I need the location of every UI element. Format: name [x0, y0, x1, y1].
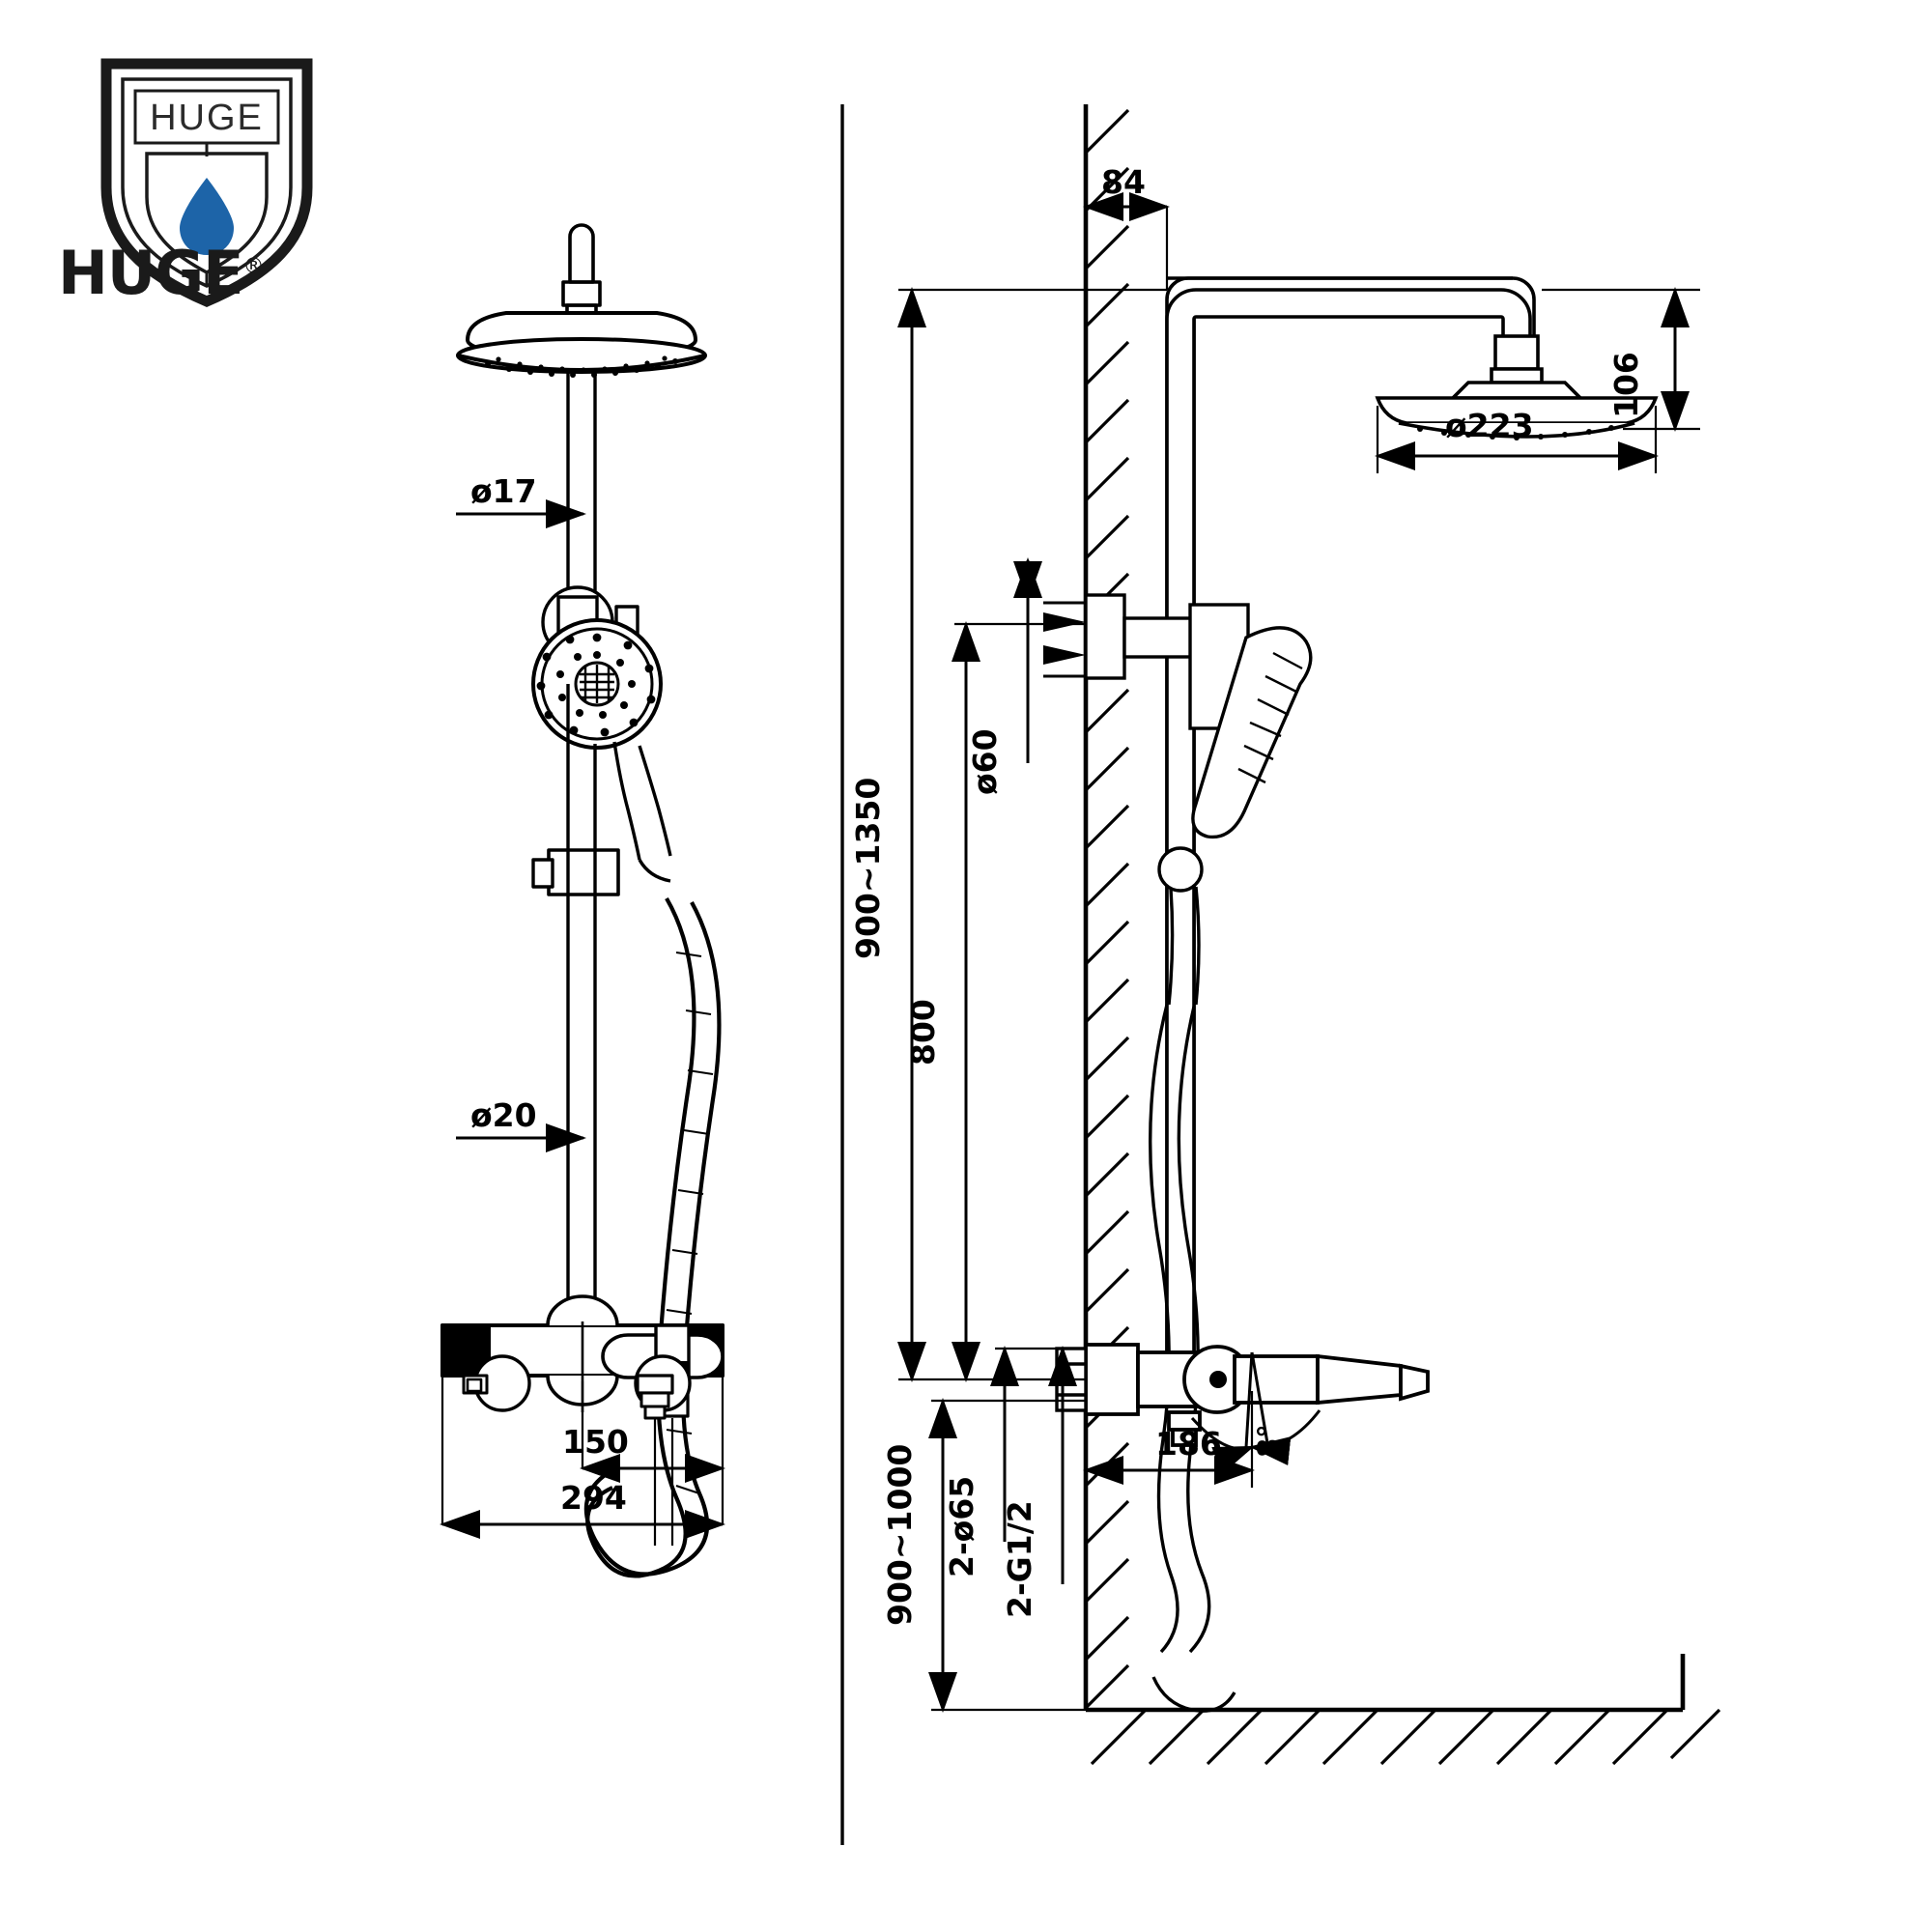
- upper-riser-pipe: [566, 370, 597, 611]
- hand-shower-side: [1157, 626, 1313, 1006]
- dim-label-84: 84: [1101, 163, 1146, 201]
- mixer-outlet-nipple: [636, 1374, 674, 1420]
- hand-shower-center-texture: [580, 665, 614, 703]
- thermostatic-mixer-body: [440, 1294, 724, 1420]
- hand-shower-handle: [612, 741, 672, 883]
- shower-hose: [583, 896, 722, 1578]
- front-elevation-view: [440, 223, 724, 1578]
- rain-head-side-nozzles: [1417, 425, 1614, 440]
- dim-label-dia60: ø60: [966, 728, 1004, 795]
- floor-section: [1086, 1654, 1721, 1766]
- wall-hatching: [1084, 108, 1130, 1710]
- hand-shower-nozzles: [536, 633, 656, 737]
- dim-label-dia17: ø17: [470, 472, 537, 510]
- brand-name-text: HUGE: [58, 238, 243, 308]
- dim-label-dia223: ø223: [1445, 407, 1534, 444]
- lower-riser-pipe: [566, 684, 597, 1325]
- dim-label-2g12: 2-G1/2: [1001, 1500, 1038, 1618]
- side-elevation-view: [1043, 104, 1721, 1766]
- rain-head-side: [1375, 334, 1659, 440]
- hand-shower-face-ribs: [1237, 651, 1303, 784]
- dim-label-294: 294: [560, 1479, 627, 1517]
- dim-label-106: 106: [1607, 352, 1645, 418]
- thermostatic-mixer-side: [1084, 1343, 1430, 1447]
- dim-8deg-lines: [1190, 1351, 1321, 1474]
- hand-shower-head: [531, 618, 663, 750]
- dim-label-900-1350: 900~1350: [849, 777, 887, 959]
- dim-label-dia20: ø20: [470, 1096, 537, 1134]
- shield-wordmark: HUGE: [150, 98, 264, 138]
- dim-label-800: 800: [904, 999, 942, 1065]
- brand-wordmark: HUGE®: [58, 243, 264, 303]
- brand-logo: HUGE: [62, 43, 352, 323]
- bracket-teeth: [1043, 612, 1086, 665]
- shower-arm-outline: [1165, 288, 1532, 1354]
- dim-label-186: 186: [1155, 1425, 1222, 1463]
- rain-head-nozzles: [485, 355, 678, 378]
- shower-head-stem: [561, 223, 602, 323]
- rain-shower-head: [456, 311, 707, 378]
- dim-label-8deg: 8°: [1252, 1424, 1285, 1458]
- dim-label-900-1000: 900~1000: [881, 1443, 919, 1626]
- wall-bracket-side: [1043, 593, 1250, 730]
- registered-trademark-symbol: ®: [242, 254, 264, 279]
- floor-hatching: [1090, 1708, 1721, 1766]
- dim-label-2dia65: 2-ø65: [943, 1475, 980, 1577]
- slide-bar-holder: [531, 848, 620, 896]
- dim-label-150: 150: [562, 1423, 629, 1461]
- side-view-dimension-lines: [897, 192, 1700, 1713]
- shield-logo-icon: HUGE: [100, 58, 313, 307]
